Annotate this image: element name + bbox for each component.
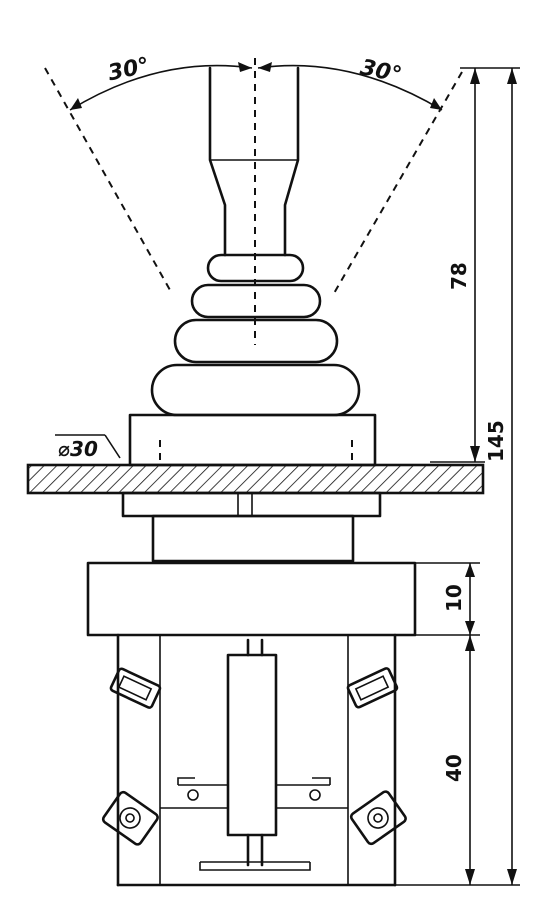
panel-plate	[26, 463, 485, 495]
dimension-10	[415, 562, 480, 636]
dimension-40-label: 40	[442, 754, 466, 782]
angle-left-label: 30°	[106, 53, 152, 86]
tilt-angle-lines	[44, 58, 463, 345]
lower-left-microswitch	[101, 790, 159, 846]
contact-plates	[160, 777, 348, 871]
diameter-label: ⌀30	[58, 437, 98, 461]
dimension-40	[465, 635, 475, 885]
central-actuator	[226, 638, 278, 867]
dimension-145	[395, 68, 520, 886]
mounting-collar	[128, 413, 377, 467]
lower-switch-frame	[116, 633, 397, 887]
lever-shaft	[208, 66, 300, 257]
upper-right-microswitch	[346, 667, 399, 709]
lower-right-microswitch	[349, 790, 407, 846]
dimension-145-label: 145	[484, 420, 508, 462]
body-neck	[151, 514, 355, 563]
dimension-78	[430, 67, 520, 463]
dimension-78-label: 78	[447, 262, 471, 290]
angle-right-label: 30°	[358, 55, 404, 88]
switch-body	[86, 561, 417, 637]
upper-left-microswitch	[109, 667, 162, 709]
dimension-10-label: 10	[442, 584, 466, 612]
